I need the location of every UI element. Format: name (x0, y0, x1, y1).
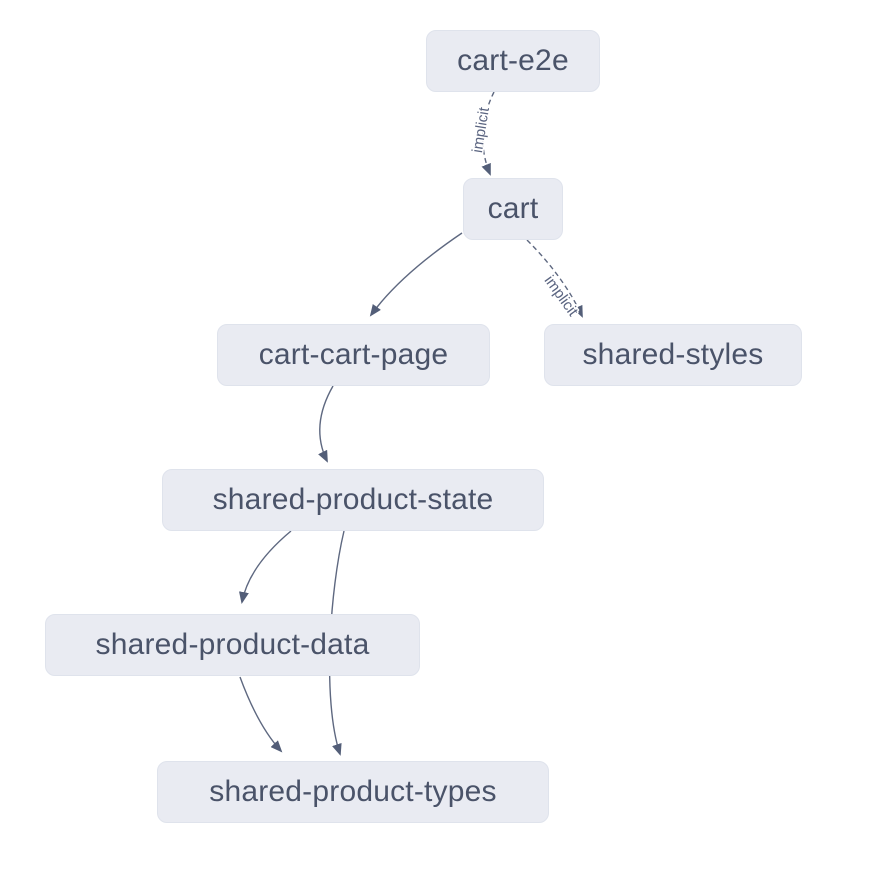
graph-node-shared-styles[interactable]: shared-styles (544, 324, 802, 386)
edge-shared-product-state-to-shared-product-data (239, 530, 292, 604)
graph-node-cart-cart-page[interactable]: cart-cart-page (217, 324, 490, 386)
node-label: cart (487, 192, 539, 225)
graph-node-shared-product-data[interactable]: shared-product-data (45, 614, 420, 676)
edge-shared-product-data-to-shared-product-types (239, 676, 283, 753)
node-label: shared-product-types (209, 775, 497, 808)
edge-cart-to-cart-cart-page (369, 232, 463, 317)
graph-node-cart-e2e[interactable]: cart-e2e (426, 30, 600, 92)
edge-cart-cart-page-to-shared-product-state (318, 385, 334, 463)
node-label: cart-e2e (457, 44, 569, 77)
node-label: shared-product-data (95, 628, 370, 661)
edge-label-implicit-cart-e2e: implicit (469, 105, 493, 154)
node-label: shared-product-state (212, 483, 494, 516)
graph-node-shared-product-types[interactable]: shared-product-types (157, 761, 549, 823)
node-label: shared-styles (582, 338, 764, 371)
graph-node-cart[interactable]: cart (463, 178, 563, 240)
edge-cart-to-shared-styles (526, 239, 583, 318)
graph-node-shared-product-state[interactable]: shared-product-state (162, 469, 544, 531)
node-label: cart-cart-page (258, 338, 449, 371)
